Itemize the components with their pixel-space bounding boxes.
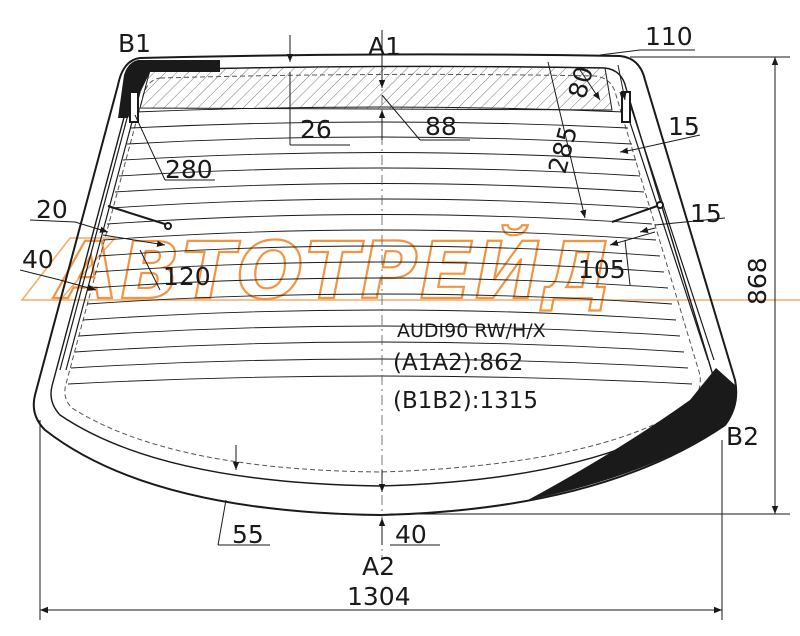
dim-top-inset: 26 (300, 115, 332, 144)
point-b2-label: B2 (726, 422, 759, 451)
dim-top-band: 88 (425, 112, 457, 141)
dim-height: 868 (743, 257, 772, 305)
dim-b1b2-label: (B1B2):1315 (393, 388, 538, 414)
dim-left-120: 120 (163, 262, 211, 291)
heater-grid (67, 106, 693, 385)
watermark: АВТОТРЕЙД (20, 224, 800, 318)
terminals (107, 91, 664, 230)
dim-left-20: 20 (36, 195, 68, 224)
dim-bottom-40: 40 (395, 520, 427, 549)
dim-bottom-55: 55 (232, 520, 264, 549)
corner-print-top-left (118, 60, 220, 118)
dim-right-105: 105 (578, 255, 626, 284)
dim-width: 1304 (347, 582, 411, 611)
dim-right-15-upper: 15 (668, 112, 700, 141)
corner-print-bottom-right (528, 368, 737, 500)
dimension-lines (19, 30, 790, 620)
point-a1-label: A1 (368, 32, 401, 61)
top-hatched-band (139, 65, 613, 111)
dim-left-280: 280 (165, 155, 213, 184)
dim-left-40: 40 (22, 245, 54, 274)
point-a2-label: A2 (362, 552, 395, 581)
model-label: AUDI90 RW/H/X (397, 320, 546, 342)
dim-a1a2-label: (A1A2):862 (393, 350, 523, 376)
watermark-text: АВТОТРЕЙД (52, 225, 614, 317)
glass-outer-outline (32, 53, 738, 517)
point-b1-label: B1 (118, 29, 151, 58)
dim-right-110: 110 (645, 22, 693, 51)
dim-right-285: 285 (543, 123, 583, 177)
dim-right-15-lower: 15 (690, 199, 722, 228)
